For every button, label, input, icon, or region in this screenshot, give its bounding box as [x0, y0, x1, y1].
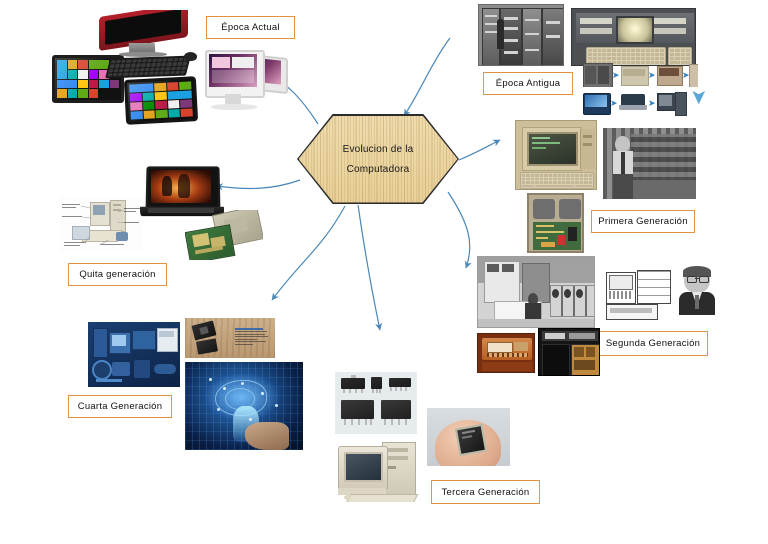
label-primera-generacion[interactable]: Primera Generación — [591, 210, 695, 233]
image-beige-vintage-pc — [515, 120, 597, 190]
image-line-art-transistor-computer — [604, 268, 674, 323]
image-blue-peripherals-collage — [88, 322, 180, 387]
image-timeline-strip-row1: ➤ ➤ ➤ — [583, 63, 698, 87]
image-black-keyboard — [105, 55, 191, 79]
diagram-leader-lines — [80, 205, 125, 246]
image-gaming-laptop — [140, 166, 224, 221]
image-white-imac-pair — [203, 50, 289, 112]
image-beige-desktop-pc-with-crt — [336, 440, 424, 502]
central-node: Evolucion de la Computadora — [297, 114, 459, 204]
image-windows-8-tablet-tiles — [123, 76, 199, 125]
image-black-mouse — [184, 52, 197, 61]
image-microprocessor-on-wood-plaque — [185, 318, 275, 358]
image-mainframe-room-with-operator — [477, 256, 595, 328]
image-bw-mainframe-cabinets — [478, 4, 564, 66]
image-cpu-processors-pair — [185, 210, 263, 260]
central-title-line2: Computadora — [346, 163, 410, 175]
image-vintage-circuit-chassis — [527, 193, 584, 253]
image-orange-transistor-console — [477, 333, 535, 373]
central-node-text: Evolucion de la Computadora — [297, 114, 459, 204]
image-portrait-of-engineer — [676, 265, 718, 315]
image-blue-fiber-optic-brain-hand — [185, 362, 303, 450]
image-black-mainframe-cabinet — [538, 328, 600, 376]
label-tercera-generacion[interactable]: Tercera Generación — [431, 480, 540, 504]
image-timeline-strip-row2: ➤ ➤ — [583, 90, 698, 116]
label-quinta-generacion[interactable]: Quita generación — [68, 263, 167, 286]
image-labeled-computer-parts-diagram — [60, 196, 142, 252]
image-red-all-in-one-monitor — [99, 10, 188, 58]
label-epoca-antigua[interactable]: Época Antigua — [483, 72, 573, 95]
label-segunda-generacion[interactable]: Segunda Generación — [598, 331, 708, 356]
image-integrated-circuit-components — [335, 372, 417, 434]
hexagon-fill — [298, 115, 458, 203]
image-vintage-terminal — [571, 8, 696, 66]
label-epoca-actual[interactable]: Época Actual — [206, 16, 295, 39]
image-microchip-on-fingertip — [427, 408, 510, 466]
label-cuarta-generacion[interactable]: Cuarta Generación — [68, 395, 172, 418]
timeline-down-arrow-icon: ➤ — [687, 88, 710, 106]
image-bw-man-with-vacuum-tube-computer — [603, 128, 696, 199]
central-title-line1: Evolucion de la — [342, 143, 414, 155]
